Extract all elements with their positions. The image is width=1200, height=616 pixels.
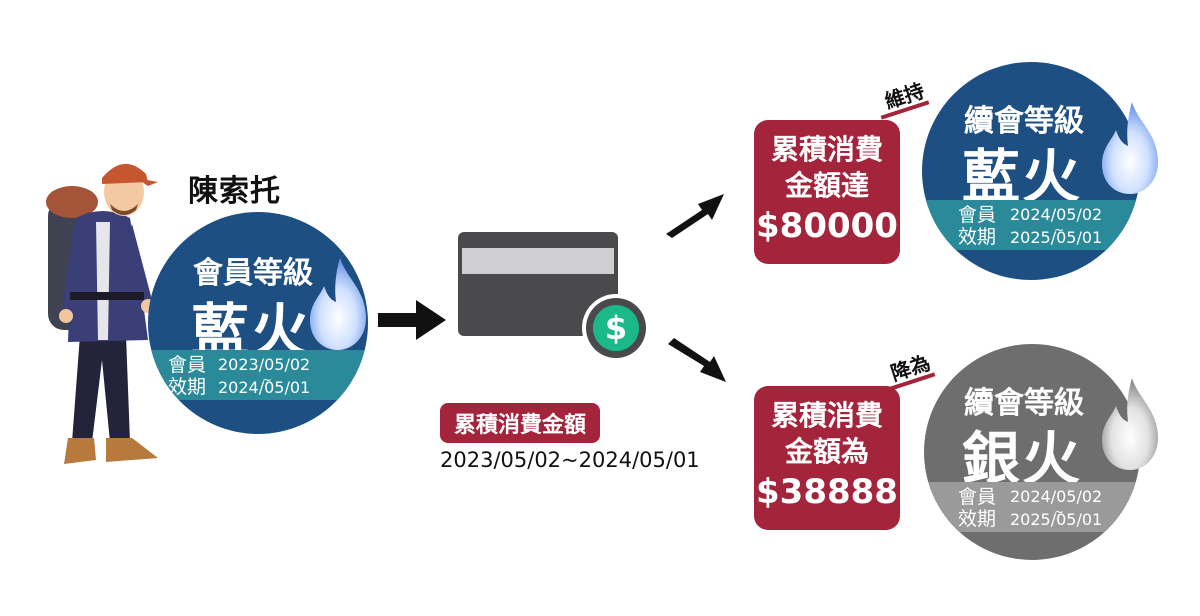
validity-label-period: 效期 <box>958 226 997 248</box>
arrow-icon <box>666 194 724 238</box>
validity-label-member: 會員 <box>958 204 997 226</box>
downgrade-box-line1: 累積消費 <box>770 399 883 432</box>
validity-end-date: 2025/05/01 <box>1010 510 1103 529</box>
badge-tier: 藍火 <box>961 143 1082 211</box>
tilde-mark: ~ <box>1054 505 1065 519</box>
keep-box-amount: $80000 <box>756 206 898 246</box>
validity-end-date: 2024/05/01 <box>218 378 311 397</box>
tilde-mark: ~ <box>1054 223 1065 237</box>
dollar-coin-icon: $ <box>582 294 650 362</box>
downgrade-box-amount: $38888 <box>756 472 898 512</box>
validity-label-member: 會員 <box>958 486 997 508</box>
blue-flame-icon <box>310 258 366 350</box>
validity-label-member: 會員 <box>168 354 207 376</box>
badge-title: 續會等級 <box>964 104 1084 139</box>
keep-threshold-box: 累積消費 金額達 $80000 <box>754 120 900 264</box>
badge-title: 續會等級 <box>964 386 1084 421</box>
validity-start-date: 2024/05/02 <box>1010 205 1103 224</box>
spend-window-range: 2023/05/02~2024/05/01 <box>440 448 700 472</box>
renewal-badge-downgrade: 續會等級 銀火 會員 效期 2024/05/02 ~ 2025/05/01 <box>924 344 1140 560</box>
validity-band: 會員 效期 2024/05/02 ~ 2025/05/01 <box>922 200 1140 250</box>
silver-flame-icon <box>1102 378 1158 470</box>
downgrade-amount-box: 累積消費 金額為 $38888 <box>754 386 900 530</box>
validity-band: 會員 效期 2024/05/02 ~ 2025/05/01 <box>924 482 1140 532</box>
downgrade-box-line2: 金額為 <box>784 435 869 468</box>
blue-flame-icon <box>1102 102 1158 194</box>
keep-box-line2: 金額達 <box>784 169 869 202</box>
validity-label-period: 效期 <box>168 376 207 398</box>
badge-title: 會員等級 <box>193 256 313 291</box>
arrow-icon <box>668 338 726 382</box>
person-name: 陳索托 <box>188 174 281 209</box>
svg-text:$: $ <box>605 309 627 347</box>
backpacker-illustration <box>46 163 158 464</box>
spend-window-label: 累積消費金額 <box>440 403 601 443</box>
card-stripe <box>462 248 614 274</box>
validity-start-date: 2023/05/02 <box>218 355 311 374</box>
validity-label-period: 效期 <box>958 508 997 530</box>
keep-box-line1: 累積消費 <box>770 133 883 166</box>
tilde-mark: ~ <box>262 373 273 387</box>
arrow-icon <box>378 300 446 340</box>
validity-band: 會員 效期 2023/05/02 ~ 2024/05/01 <box>148 350 368 400</box>
badge-tier: 銀火 <box>961 425 1082 493</box>
validity-start-date: 2024/05/02 <box>1010 487 1103 506</box>
validity-end-date: 2025/05/01 <box>1010 228 1103 247</box>
